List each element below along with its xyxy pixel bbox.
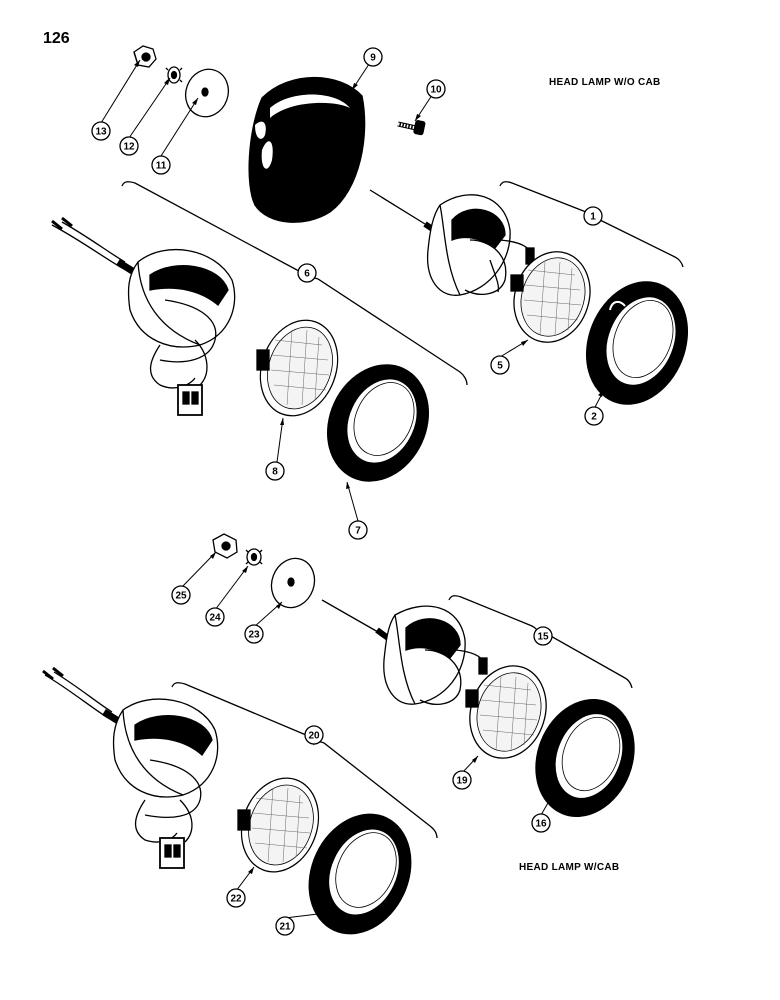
callout-19: 19 <box>452 770 472 790</box>
callout-22: 22 <box>226 888 246 908</box>
lock-washer-part <box>165 66 183 84</box>
lamp-housing-part <box>42 666 219 869</box>
mounting-shell-part <box>248 76 366 223</box>
callout-label: 11 <box>156 161 167 172</box>
sealed-beam-part <box>465 665 547 759</box>
callout-12: 12 <box>119 136 139 156</box>
sealed-beam-part <box>237 777 320 873</box>
callout-10: 10 <box>426 79 446 99</box>
callout-11: 11 <box>151 155 171 175</box>
retaining-ring-part <box>308 813 412 935</box>
callout-23: 23 <box>244 624 264 644</box>
callout-2: 2 <box>584 406 604 426</box>
nut-part <box>212 533 238 559</box>
callout-13: 13 <box>91 121 111 141</box>
flat-washer-part <box>270 557 316 609</box>
section-title-head-lamp-with-cab: HEAD LAMP W/CAB <box>519 862 620 873</box>
lamp-housing-part <box>321 599 488 705</box>
lamp-housing-part <box>51 216 236 416</box>
callout-15: 15 <box>533 626 553 646</box>
callout-label: 15 <box>537 632 549 643</box>
callout-1: 1 <box>583 206 603 226</box>
callout-label: 22 <box>230 894 242 905</box>
callout-9: 9 <box>363 47 383 67</box>
callout-21: 21 <box>275 916 295 936</box>
flat-washer-part <box>184 68 230 118</box>
callout-label: 24 <box>209 613 221 624</box>
callout-label: 25 <box>175 591 187 602</box>
section-title-head-lamp-without-cab: HEAD LAMP W/O CAB <box>549 77 661 88</box>
callout-6: 6 <box>297 263 317 283</box>
retaining-ring-part <box>326 364 430 482</box>
callout-label: 21 <box>279 922 291 933</box>
lamp-housing-part <box>369 189 535 296</box>
callout-label: 16 <box>535 819 547 830</box>
callout-label: 10 <box>430 85 442 96</box>
callout-label: 20 <box>308 731 320 742</box>
callout-label: 12 <box>123 142 135 153</box>
callout-label: 2 <box>591 412 597 423</box>
callout-label: 13 <box>95 127 107 138</box>
callout-24: 24 <box>205 607 225 627</box>
callout-label: 7 <box>355 526 361 537</box>
callout-label: 8 <box>272 467 278 478</box>
retaining-ring-part <box>585 281 689 405</box>
callout-label: 6 <box>304 269 310 280</box>
callout-25: 25 <box>171 585 191 605</box>
screw-part <box>397 120 426 136</box>
callout-label: 23 <box>248 630 260 641</box>
page-number: 126 <box>43 30 70 47</box>
sealed-beam-part <box>510 251 591 343</box>
retaining-ring-part <box>535 698 635 818</box>
sealed-beam-part <box>256 319 339 417</box>
callout-label: 5 <box>497 361 503 372</box>
callout-7: 7 <box>348 520 368 540</box>
callout-8: 8 <box>265 461 285 481</box>
callout-16: 16 <box>531 813 551 833</box>
callout-label: 9 <box>370 53 376 64</box>
callout-label: 1 <box>590 212 596 223</box>
callout-20: 20 <box>304 725 324 745</box>
lock-washer-part <box>245 548 263 566</box>
callout-5: 5 <box>490 355 510 375</box>
callout-label: 19 <box>456 776 468 787</box>
